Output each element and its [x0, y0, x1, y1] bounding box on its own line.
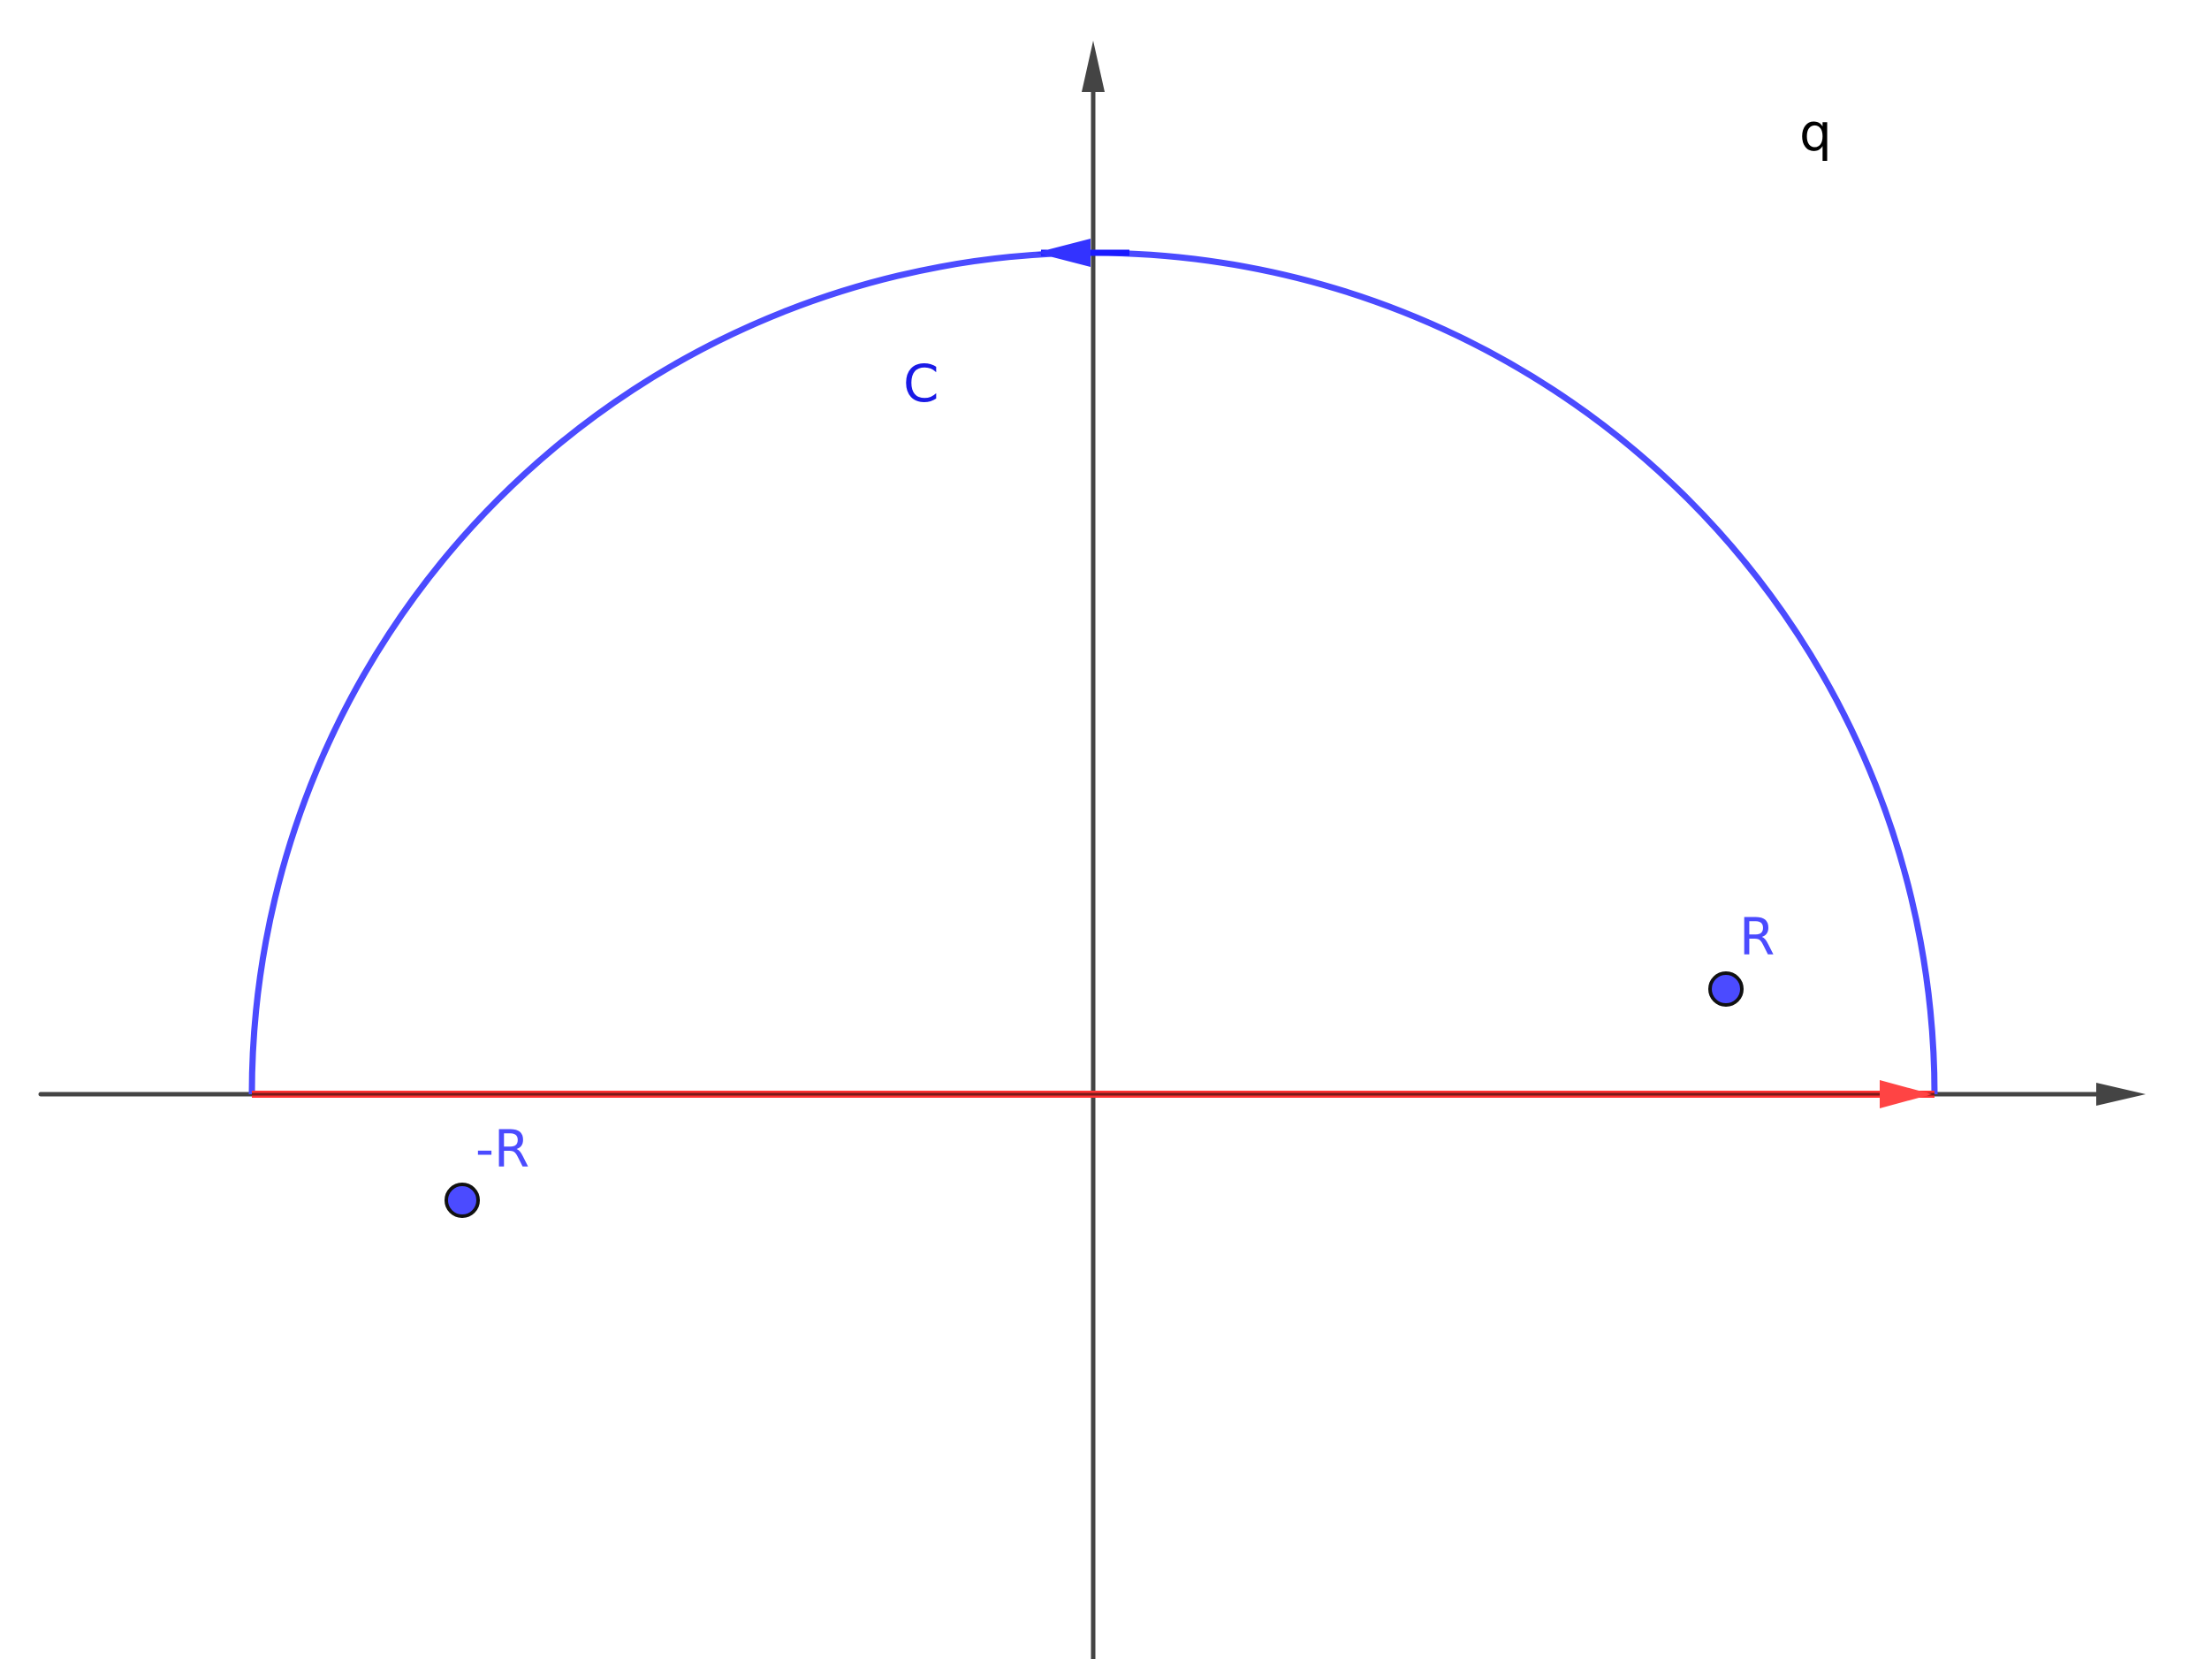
imaginary-axis-arrowhead [1082, 41, 1105, 92]
pole-lower [445, 1183, 480, 1218]
pole-lower-label: -R [475, 1119, 529, 1179]
real-axis-arrowhead [2096, 1083, 2146, 1106]
plane-label: q [1799, 103, 1832, 163]
pole-upper-label: R [1739, 907, 1775, 967]
contour-direction-arrow [1036, 239, 1091, 267]
contour-label: C [903, 354, 939, 414]
pole-upper [1708, 971, 1744, 1007]
real-segment-direction-arrow [1880, 1080, 1932, 1108]
